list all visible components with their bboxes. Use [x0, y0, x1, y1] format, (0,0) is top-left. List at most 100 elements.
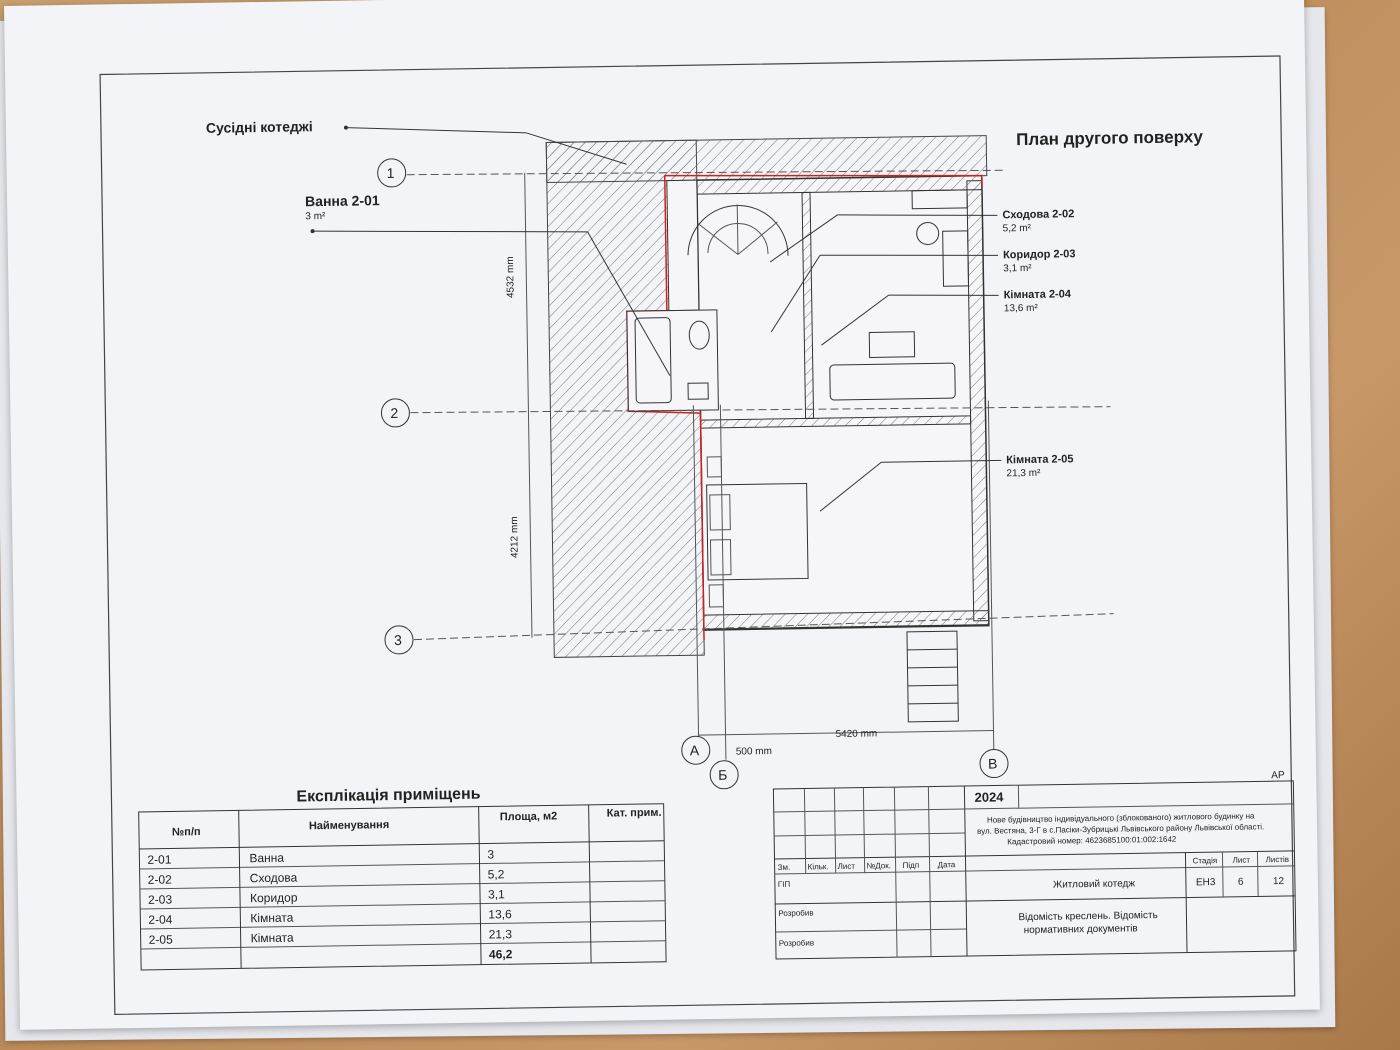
- doc-title-line-1: Відомість креслень. Відомість: [1018, 910, 1157, 923]
- table-row: 2-01 Ванна 3: [147, 847, 494, 866]
- svg-text:3: 3: [487, 847, 494, 861]
- svg-text:2-05: 2-05: [149, 932, 174, 946]
- role-developer-2: Розробив: [779, 938, 814, 948]
- neighbors-label: Сусідні котеджі: [206, 118, 313, 136]
- axis-bubble-2: 2: [380, 398, 410, 428]
- col-sign: Підп: [903, 861, 920, 870]
- sheets-value: 12: [1273, 876, 1285, 887]
- callout-stair: Сходова 2-02 5,2 m²: [769, 208, 1074, 263]
- svg-text:2-02: 2-02: [148, 872, 173, 886]
- drawing-canvas: 4532 mm 4212 mm 5420 mm 500 mm 1 2 3 А Б…: [99, 55, 1297, 1015]
- svg-text:3,1 m²: 3,1 m²: [1003, 263, 1032, 274]
- svg-text:Кімната 2-04: Кімната 2-04: [1004, 288, 1072, 301]
- tv: [868, 331, 916, 358]
- svg-text:5,2 m²: 5,2 m²: [1003, 223, 1032, 234]
- col-docnum: №Док.: [867, 861, 891, 870]
- col-header-category: Кат. прим.: [607, 807, 662, 820]
- svg-text:Кімната: Кімната: [251, 931, 295, 946]
- axis-bubble-v: В: [979, 749, 1009, 779]
- svg-text:13,6 m²: 13,6 m²: [1004, 303, 1039, 315]
- svg-text:Сходова 2-02: Сходова 2-02: [1002, 208, 1074, 221]
- dim-upper: 4532 mm: [505, 256, 517, 298]
- axis-bubble-3: 3: [384, 625, 414, 655]
- callout-room-2-05: Кімната 2-05 21,3 m²: [819, 453, 1074, 512]
- chair: [916, 222, 940, 246]
- building-outline: [696, 174, 990, 631]
- svg-text:3,1: 3,1: [488, 887, 505, 901]
- drawing-sheet: 4532 mm 4212 mm 5420 mm 500 mm 1 2 3 А Б…: [4, 0, 1320, 1030]
- col-header-number: №п/п: [172, 826, 201, 838]
- sheets-header: Листів: [1265, 855, 1289, 864]
- svg-text:21,3: 21,3: [489, 927, 513, 941]
- svg-text:13,6: 13,6: [488, 907, 512, 921]
- spiral-stair: [687, 205, 789, 256]
- plan-title: План другого поверху: [1016, 127, 1204, 149]
- table-total: 46,2: [489, 947, 513, 961]
- exterior-stair: [906, 630, 959, 723]
- table-row: 2-03 Коридор 3,1: [148, 887, 505, 907]
- project-line-3: Кадастровий номер: 4623685100:01:002:164…: [1007, 835, 1177, 847]
- axis-bubble-b: Б: [709, 760, 739, 790]
- bath-area: 3 m²: [305, 211, 326, 222]
- doc-year: 2024: [974, 789, 1004, 804]
- doc-code: АР: [1271, 770, 1285, 781]
- axis-bubble-a: А: [681, 735, 711, 765]
- svg-text:Б: Б: [718, 767, 727, 783]
- project-line-1: Нове будівництво індивідуального (зблоко…: [987, 811, 1255, 824]
- sink: [687, 382, 709, 400]
- bath-label: Ванна 2-01: [305, 192, 380, 209]
- col-header-area: Площа, м2: [500, 810, 558, 823]
- table-row: 2-02 Сходова 5,2: [148, 867, 505, 887]
- building-type: Житловий котедж: [1053, 878, 1136, 890]
- explication-title: Експлікація приміщень: [296, 786, 480, 806]
- stage-value: ЕН3: [1196, 877, 1216, 888]
- role-gip: ГІП: [778, 880, 791, 889]
- horizontal-dimension-line: [698, 730, 994, 736]
- svg-text:Коридор: Коридор: [250, 890, 298, 905]
- stair-wall-left: [666, 179, 700, 312]
- vertical-dimension-line: [524, 172, 533, 638]
- col-date: Дата: [938, 860, 956, 869]
- red-contour-top: [664, 174, 983, 186]
- svg-text:5,2: 5,2: [488, 867, 505, 881]
- bathroom: [626, 309, 719, 412]
- svg-text:Кімната 2-05: Кімната 2-05: [1006, 453, 1073, 466]
- callout-corridor: Коридор 2-03 3,1 m²: [770, 248, 1076, 333]
- bed: [706, 482, 809, 581]
- svg-text:2-04: 2-04: [148, 912, 173, 926]
- bathtub: [634, 317, 672, 404]
- bath-leader: [312, 230, 671, 376]
- svg-text:21,3 m²: 21,3 m²: [1006, 468, 1041, 480]
- svg-text:2-03: 2-03: [148, 892, 173, 906]
- sheet-header: Лист: [1232, 856, 1250, 865]
- sheet-value: 6: [1238, 877, 1244, 888]
- svg-text:Коридор 2-03: Коридор 2-03: [1003, 248, 1076, 261]
- svg-text:А: А: [690, 742, 700, 758]
- col-change: Зм.: [778, 863, 791, 872]
- axis-bubble-1: 1: [377, 158, 407, 188]
- table-row: 2-05 Кімната 21,3: [149, 927, 513, 947]
- dim-offset: 500 mm: [736, 746, 772, 758]
- stage-header: Стадія: [1193, 856, 1218, 865]
- svg-text:1: 1: [387, 165, 395, 181]
- col-sheet: Лист: [838, 862, 856, 871]
- svg-text:Сходова: Сходова: [250, 870, 298, 885]
- svg-text:2-01: 2-01: [147, 852, 172, 866]
- dim-lower: 4212 mm: [509, 516, 521, 558]
- desk: [911, 189, 968, 210]
- shelf: [942, 230, 970, 287]
- title-block: [772, 780, 1297, 960]
- col-qty: Кільк.: [808, 862, 829, 871]
- partition-wall: [801, 191, 815, 419]
- svg-text:Кімната: Кімната: [250, 911, 294, 926]
- doc-title-line-2: нормативних документів: [1024, 923, 1138, 936]
- table-row: 2-04 Кімната 13,6: [148, 907, 512, 927]
- role-developer-1: Розробив: [778, 908, 813, 918]
- dim-width: 5420 mm: [835, 728, 877, 740]
- svg-text:2: 2: [390, 405, 398, 421]
- sheet-frame: [99, 55, 1296, 1015]
- toilet: [688, 320, 710, 350]
- sofa: [829, 362, 956, 401]
- svg-text:Ванна: Ванна: [249, 851, 284, 866]
- col-header-name: Найменування: [309, 819, 389, 832]
